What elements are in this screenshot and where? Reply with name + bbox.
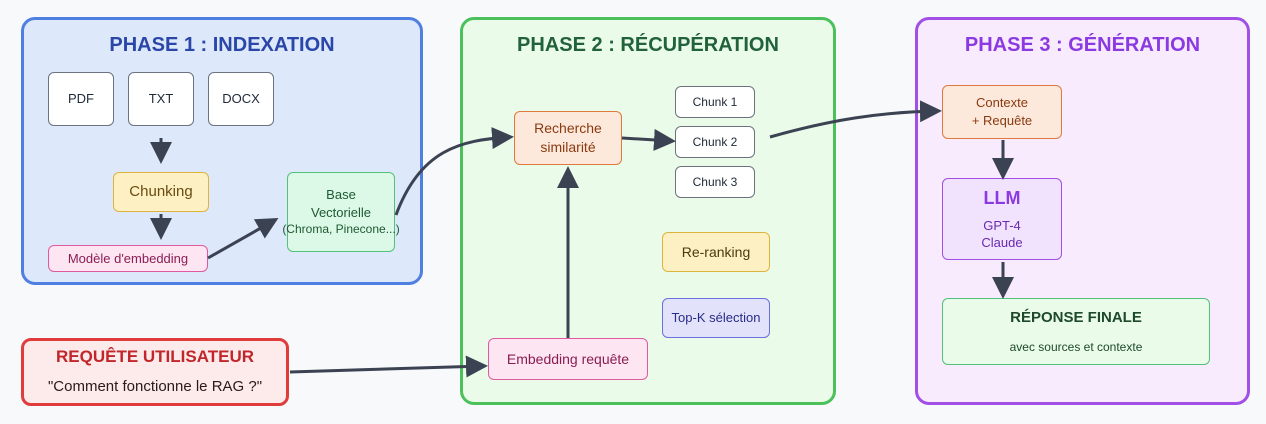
phase1-title: PHASE 1 : INDEXATION [109, 34, 335, 56]
llm-model-2: Claude [981, 235, 1023, 251]
context-line2: + Requête [971, 113, 1033, 128]
query-embedding-node[interactable]: Embedding requête [488, 338, 648, 380]
llm-title: LLM [983, 188, 1021, 209]
context-node[interactable]: Contexte + Requête [942, 85, 1062, 139]
file-docx[interactable]: DOCX [208, 72, 274, 126]
arrow-query-to-embedding [289, 355, 488, 378]
final-response-subtitle: avec sources et contexte [1009, 339, 1143, 354]
vector-db-line3: (Chroma, Pinecone...) [282, 222, 400, 237]
similarity-search-line1: Recherche [534, 120, 602, 137]
vector-db-line2: Vectorielle [311, 204, 371, 220]
query-embedding-label: Embedding requête [506, 350, 630, 367]
chunk-3-label: Chunk 3 [692, 174, 738, 189]
similarity-search-node[interactable]: Recherche similarité [514, 111, 622, 165]
file-txt-label: TXT [148, 91, 174, 107]
chunking-label: Chunking [129, 182, 193, 200]
context-line1: Contexte [975, 95, 1029, 111]
chunk-1-label: Chunk 1 [692, 94, 738, 109]
chunk-2-node[interactable]: Chunk 2 [675, 126, 755, 158]
user-query-text: "Comment fonctionne le RAG ?" [47, 378, 263, 396]
vector-db-node[interactable]: Base Vectorielle (Chroma, Pinecone...) [282, 172, 400, 252]
user-query-node[interactable]: REQUÊTE UTILISATEUR "Comment fonctionne … [21, 338, 289, 406]
chunk-1-node[interactable]: Chunk 1 [675, 86, 755, 118]
llm-model-1: GPT-4 [983, 217, 1021, 233]
vector-db-line1: Base [326, 187, 356, 203]
similarity-search-line2: similarité [540, 139, 596, 155]
embedding-model-label: Modèle d'embedding [67, 250, 189, 266]
file-pdf[interactable]: PDF [48, 72, 114, 126]
final-response-title: RÉPONSE FINALE [1010, 309, 1142, 327]
reranking-node[interactable]: Re-ranking [662, 232, 770, 272]
topk-label: Top-K sélection [671, 310, 761, 326]
chunk-3-node[interactable]: Chunk 3 [675, 166, 755, 198]
user-query-title: REQUÊTE UTILISATEUR [55, 347, 255, 367]
final-response-node[interactable]: RÉPONSE FINALE avec sources et contexte [942, 298, 1210, 365]
llm-node[interactable]: LLM GPT-4 Claude [942, 178, 1062, 260]
phase3-title: PHASE 3 : GÉNÉRATION [964, 34, 1201, 56]
file-docx-label: DOCX [222, 91, 260, 107]
reranking-label: Re-ranking [681, 243, 751, 260]
embedding-model-node[interactable]: Modèle d'embedding [48, 245, 208, 272]
chunk-2-label: Chunk 2 [692, 134, 738, 149]
file-pdf-label: PDF [68, 91, 94, 107]
phase2-title: PHASE 2 : RÉCUPÉRATION [517, 34, 779, 56]
chunking-node[interactable]: Chunking [113, 172, 209, 212]
file-txt[interactable]: TXT [128, 72, 194, 126]
topk-node[interactable]: Top-K sélection [662, 298, 770, 338]
